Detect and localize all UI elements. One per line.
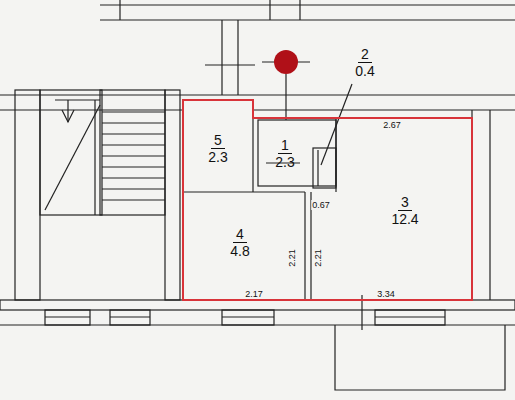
dimension: 2.21 bbox=[313, 248, 323, 268]
dimension: 2.21 bbox=[287, 248, 297, 268]
dimension: 2.67 bbox=[382, 120, 402, 130]
room-area: 12.4 bbox=[388, 211, 421, 227]
apartment-outline bbox=[183, 100, 472, 300]
room-area: 2.3 bbox=[205, 149, 230, 165]
stair-step bbox=[102, 178, 165, 179]
walls bbox=[0, 0, 515, 390]
location-marker bbox=[274, 50, 298, 74]
stair-step bbox=[102, 123, 165, 124]
stair-step bbox=[102, 156, 165, 157]
room: 20.4 bbox=[340, 40, 390, 84]
room-number: 3 bbox=[398, 194, 412, 211]
room: 52.3 bbox=[188, 118, 248, 178]
room-area: 0.4 bbox=[352, 63, 377, 79]
room: 44.8 bbox=[210, 212, 270, 272]
room-number: 5 bbox=[211, 132, 225, 149]
stair-step bbox=[102, 189, 165, 190]
stair-step bbox=[102, 200, 165, 201]
room-area: 2.3 bbox=[272, 154, 297, 170]
stair-step bbox=[102, 167, 165, 168]
room-number: 2 bbox=[358, 46, 372, 63]
dimension: 2.17 bbox=[244, 289, 264, 299]
dimension: 0.67 bbox=[311, 200, 331, 210]
room: 312.4 bbox=[375, 180, 435, 240]
room-number: 4 bbox=[233, 226, 247, 243]
dimension: 3.34 bbox=[376, 289, 396, 299]
room-area: 4.8 bbox=[227, 243, 252, 259]
stair-steps bbox=[102, 112, 165, 200]
room: 12.3 bbox=[260, 124, 310, 182]
stair-step bbox=[102, 134, 165, 135]
room-number: 1 bbox=[278, 137, 292, 154]
stair-step bbox=[102, 145, 165, 146]
stair-step bbox=[102, 112, 165, 113]
